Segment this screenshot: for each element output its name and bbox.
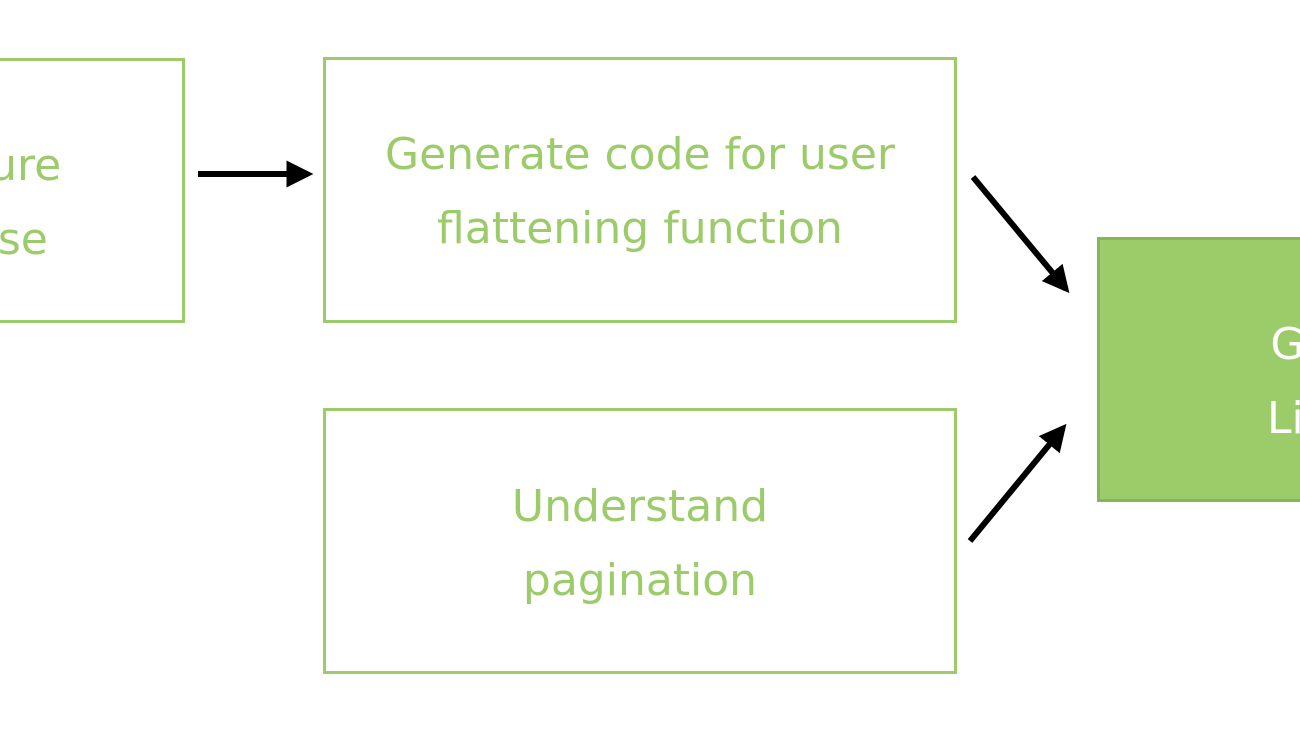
flattening-function-line1: Generate code for user xyxy=(384,129,896,180)
generate-list-box: Gene List U xyxy=(1097,237,1300,502)
flattening-function-label: Generate code for user flattening functi… xyxy=(385,118,895,266)
flattening-function-line2: flattening function xyxy=(437,203,843,254)
arrow-pagination-to-generate xyxy=(967,423,1067,543)
generate-list-line1: Gene xyxy=(1270,318,1300,370)
structure-response-label: ructure ponse xyxy=(0,129,61,277)
pagination-box: Understand pagination xyxy=(323,408,957,674)
flattening-function-box: Generate code for user flattening functi… xyxy=(323,57,957,323)
arrow-flattening-to-generate xyxy=(970,175,1070,294)
pagination-label: Understand pagination xyxy=(512,470,768,618)
structure-response-line1: ructure xyxy=(0,139,62,191)
pagination-line2: pagination xyxy=(522,555,758,606)
pagination-line1: Understand xyxy=(511,481,769,532)
generate-list-label: Gene List U xyxy=(1267,308,1300,456)
structure-response-line2: ponse xyxy=(0,213,48,265)
structure-response-box: ructure ponse xyxy=(0,58,185,323)
generate-list-line2: List U xyxy=(1266,392,1300,444)
